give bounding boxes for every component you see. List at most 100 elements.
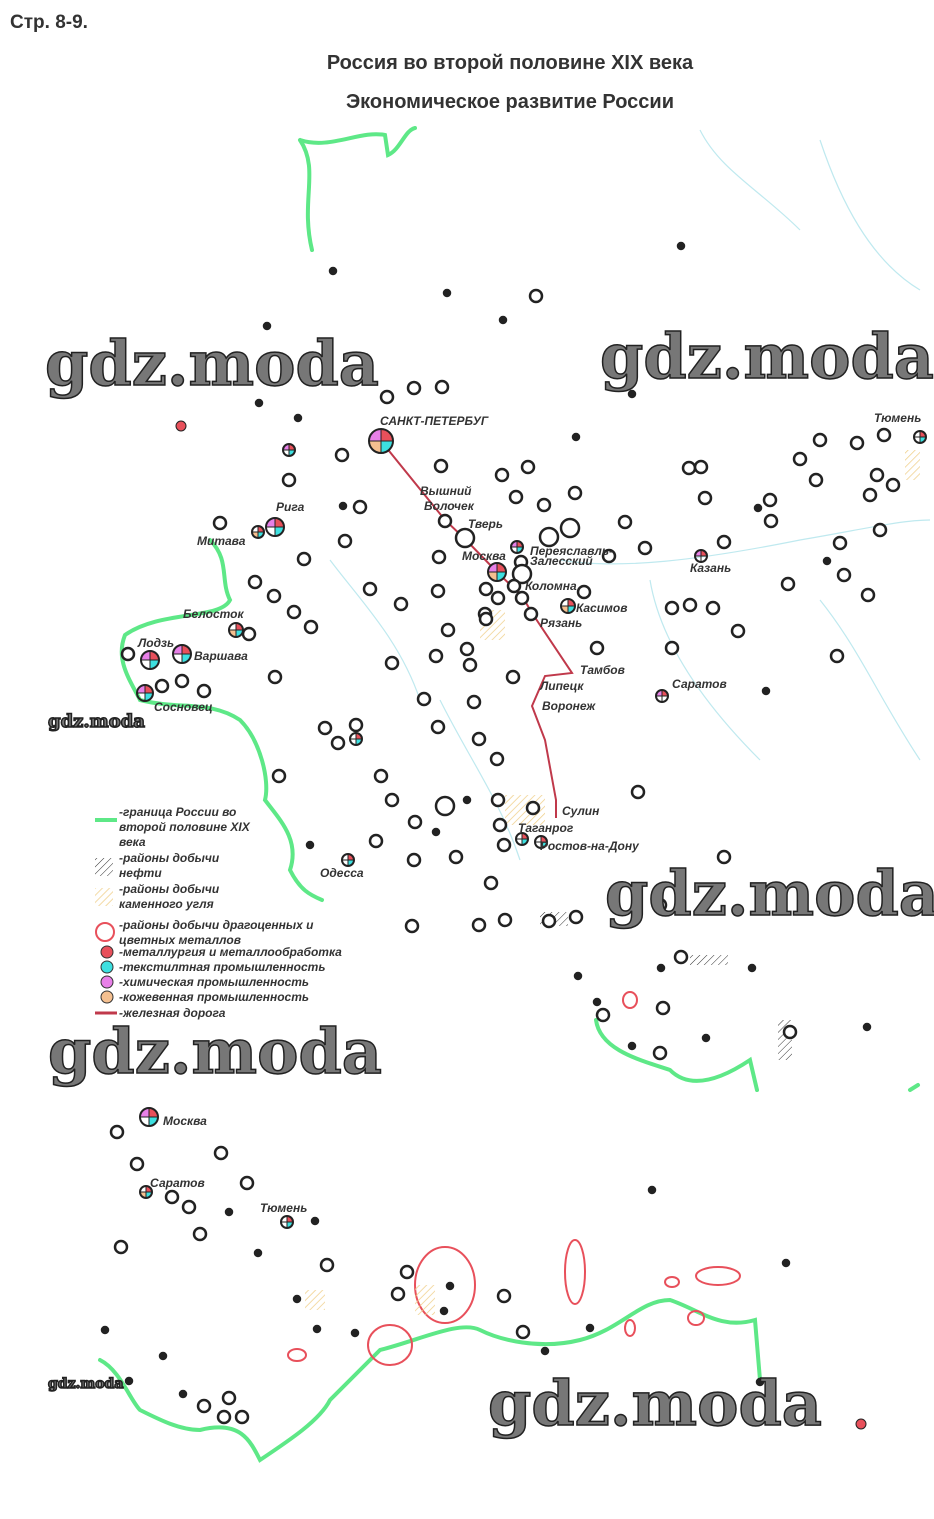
pie-slice: [289, 444, 295, 450]
oil-region: [690, 955, 728, 965]
small-center-dot: [540, 1346, 550, 1356]
industry-pie-marker: [140, 650, 160, 670]
legend-label: -текстилтная промышленность: [119, 960, 325, 974]
small-center-dot: [254, 398, 264, 408]
small-center-dot: [305, 840, 315, 850]
pie-slice: [522, 833, 528, 839]
small-center-dot: [761, 686, 771, 696]
city-label-line: Вышний: [420, 484, 472, 498]
industry-center-circle: [317, 720, 333, 736]
pie-slice: [137, 685, 145, 693]
industry-center-circle: [836, 567, 852, 583]
pie-slice: [287, 1216, 293, 1222]
industry-center-circle: [384, 792, 400, 808]
watermark: gdz.moda: [45, 327, 379, 400]
city-label: Сосновец: [154, 700, 213, 714]
industry-center-circle: [682, 597, 698, 613]
city-label: Воронеж: [542, 699, 596, 713]
industry-pie-marker: [487, 562, 507, 582]
watermark: gdz.moda: [48, 1376, 123, 1392]
industry-center-circle: [120, 646, 136, 662]
precious-metals-region: [287, 1348, 307, 1362]
industry-center-circle: [763, 513, 779, 529]
industry-center-circle: [164, 1189, 180, 1205]
small-center-dot: [462, 795, 472, 805]
small-center-dot: [262, 321, 272, 331]
small-center-dot: [656, 963, 666, 973]
industry-center-circle: [239, 1175, 255, 1191]
legend-label-line: -кожевенная промышленность: [119, 990, 309, 1004]
industry-pie-marker: [139, 1107, 159, 1127]
river: [819, 599, 921, 761]
watermark: gdz.moda: [48, 1015, 382, 1088]
industry-center-circle: [459, 641, 475, 657]
industry-center-circle: [496, 1288, 512, 1304]
small-center-dot: [627, 1041, 637, 1051]
pie-slice: [145, 685, 153, 693]
industry-center-circle: [334, 447, 350, 463]
city-label: Липецк: [539, 679, 584, 693]
small-center-dot: [573, 971, 583, 981]
small-center-dot: [350, 1328, 360, 1338]
small-center-dot: [445, 1281, 455, 1291]
pie-slice: [356, 733, 362, 739]
industry-center-circle: [434, 795, 456, 817]
pie-slice: [695, 550, 701, 556]
small-center-dot: [755, 1377, 765, 1387]
industry-center-circle: [655, 1000, 671, 1016]
pie-slice: [568, 599, 575, 606]
industry-center-circle: [428, 648, 444, 664]
industry-center-circle: [154, 678, 170, 694]
industry-pie-marker: [694, 549, 708, 563]
city-label: Москва: [462, 549, 506, 563]
industry-center-circle: [416, 691, 432, 707]
small-center-dot: [442, 288, 452, 298]
legend-label-line: -районы добычи драгоценных и: [119, 918, 314, 932]
small-center-dot: [100, 1325, 110, 1335]
industry-center-circle: [520, 459, 536, 475]
pie-slice: [275, 518, 284, 527]
industry-center-circle: [808, 472, 824, 488]
industry-center-circle: [885, 477, 901, 493]
industry-center-circle: [462, 657, 478, 673]
industry-center-circle: [536, 497, 552, 513]
pie-slice: [369, 441, 381, 453]
city-label: Рязань: [540, 616, 582, 630]
precious-metals-region: [564, 1239, 586, 1305]
industry-pie-marker: [265, 517, 285, 537]
industry-center-circle: [511, 563, 533, 585]
industry-center-circle: [568, 909, 584, 925]
pie-slice: [283, 444, 289, 450]
industry-center-circle: [337, 533, 353, 549]
industry-center-circle: [454, 527, 476, 549]
pie-slice: [236, 623, 243, 630]
industry-center-circle: [652, 1045, 668, 1061]
city-label: Касимов: [576, 601, 628, 615]
pie-slice: [568, 606, 575, 613]
pie-slice: [146, 1192, 152, 1198]
pie-slice: [287, 1222, 293, 1228]
industry-center-circle: [352, 499, 368, 515]
city-label: Таганрог: [518, 821, 574, 835]
industry-center-circle: [637, 540, 653, 556]
river: [819, 139, 921, 291]
industry-center-circle: [440, 622, 456, 638]
pie-slice: [517, 541, 523, 547]
industry-center-circle: [478, 611, 494, 627]
watermark: gdz.moda: [488, 1367, 822, 1440]
river: [699, 129, 801, 231]
legend-industry-dot: [100, 945, 114, 959]
city-label: Одесса: [320, 866, 364, 880]
pie-slice: [920, 431, 926, 437]
coal-region: [905, 450, 920, 480]
city-label-line: Залесский: [530, 554, 593, 568]
small-center-dot: [676, 241, 686, 251]
industry-center-circle: [407, 814, 423, 830]
industry-center-circle: [296, 551, 312, 567]
industry-center-circle: [664, 600, 680, 616]
industry-center-circle: [448, 849, 464, 865]
pie-slice: [381, 441, 393, 453]
